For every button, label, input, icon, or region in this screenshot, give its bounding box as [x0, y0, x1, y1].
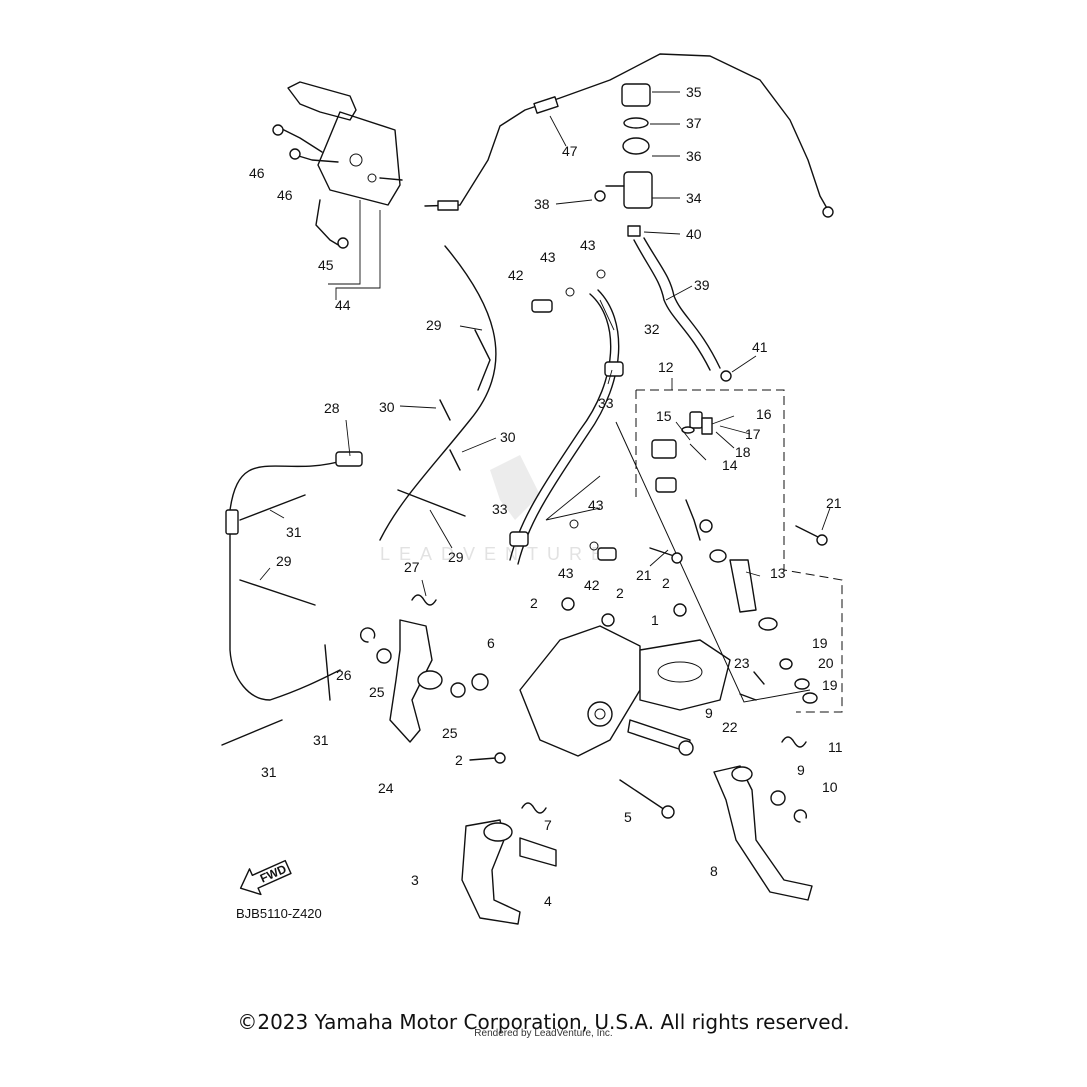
brake-pedal-3	[461, 819, 557, 925]
callout-41: 41	[752, 339, 768, 355]
callout-15: 15	[656, 408, 672, 424]
callout-9b: 9	[797, 762, 805, 778]
callout-37: 37	[686, 115, 702, 131]
callout-19a: 19	[812, 635, 828, 651]
callout-2a: 2	[530, 595, 538, 611]
brake-pedal-8	[627, 719, 813, 901]
callout-8: 8	[710, 863, 718, 879]
callout-29c: 29	[276, 553, 292, 569]
parking-brake-lever-assembly	[272, 81, 403, 249]
callout-30b: 30	[500, 429, 516, 445]
rendered-by-notice: Rendered by LeadVenture, Inc.	[474, 1028, 613, 1039]
callout-19b: 19	[822, 677, 838, 693]
callout-7: 7	[544, 817, 552, 833]
callout-29b: 29	[448, 549, 464, 565]
callout-9a: 9	[705, 705, 713, 721]
callout-12: 12	[658, 359, 674, 375]
callout-25b: 25	[442, 725, 458, 741]
callout-21a: 21	[826, 495, 842, 511]
callout-26: 26	[336, 667, 352, 683]
callout-2b: 2	[616, 585, 624, 601]
callout-18: 18	[735, 444, 751, 460]
fwd-arrow: FWD	[239, 859, 292, 896]
callout-42a: 42	[508, 267, 524, 283]
callout-10: 10	[822, 779, 838, 795]
callout-16: 16	[756, 406, 772, 422]
callout-11: 11	[828, 739, 843, 755]
callout-27: 27	[404, 559, 420, 575]
callout-40: 40	[686, 226, 702, 242]
callout-46b: 46	[277, 187, 293, 203]
callout-32: 32	[644, 321, 660, 337]
callout-2c: 2	[662, 575, 670, 591]
callout-46a: 46	[249, 165, 265, 181]
callout-44: 44	[335, 297, 351, 313]
callout-5: 5	[624, 809, 632, 825]
lever-24	[389, 619, 443, 743]
callout-43c: 43	[588, 497, 604, 513]
hardware	[360, 525, 828, 823]
callout-31c: 31	[261, 764, 277, 780]
callout-14: 14	[722, 457, 738, 473]
callout-numbers: 1 2 2 2 2 3 4 5 6 7 8 9 9 10 11 12 13 14…	[249, 84, 843, 909]
callout-36: 36	[686, 148, 702, 164]
callout-33b: 33	[492, 501, 508, 517]
callout-39: 39	[694, 277, 710, 293]
callout-21b: 21	[636, 567, 652, 583]
callout-6: 6	[487, 635, 495, 651]
callout-13: 13	[770, 565, 786, 581]
callout-30a: 30	[379, 399, 395, 415]
callout-28: 28	[324, 400, 340, 416]
watermark: LEADVENTURE	[380, 455, 612, 564]
callout-43b: 43	[580, 237, 596, 253]
callout-17: 17	[745, 426, 761, 442]
callout-20: 20	[818, 655, 834, 671]
diagram-reference-code: BJB5110-Z420	[236, 906, 322, 921]
callout-3: 3	[411, 872, 419, 888]
callout-4: 4	[544, 893, 552, 909]
callout-34: 34	[686, 190, 702, 206]
callout-47: 47	[562, 143, 578, 159]
callout-29a: 29	[426, 317, 442, 333]
callout-31a: 31	[286, 524, 302, 540]
cable-routing	[221, 245, 497, 746]
callout-45: 45	[318, 257, 334, 273]
callout-25a: 25	[369, 684, 385, 700]
callout-43d: 43	[558, 565, 574, 581]
watermark-text: LEADVENTURE	[380, 544, 612, 564]
callout-24: 24	[378, 780, 394, 796]
brake-hose	[509, 269, 624, 565]
callout-35: 35	[686, 84, 702, 100]
callout-22: 22	[722, 719, 738, 735]
callout-31b: 31	[313, 732, 329, 748]
callout-23: 23	[734, 655, 750, 671]
callout-43a: 43	[540, 249, 556, 265]
reservoir-assembly	[594, 83, 732, 382]
callout-1: 1	[651, 612, 659, 628]
pedal-bracket	[519, 625, 731, 757]
callout-42b: 42	[584, 577, 600, 593]
callout-2d: 2	[455, 752, 463, 768]
parking-brake-cable	[424, 53, 834, 218]
copyright-notice: ©2023 Yamaha Motor Corporation, U.S.A. A…	[237, 1010, 850, 1034]
callout-38: 38	[534, 196, 550, 212]
leader-lines	[259, 91, 831, 597]
callout-33a: 33	[598, 395, 614, 411]
